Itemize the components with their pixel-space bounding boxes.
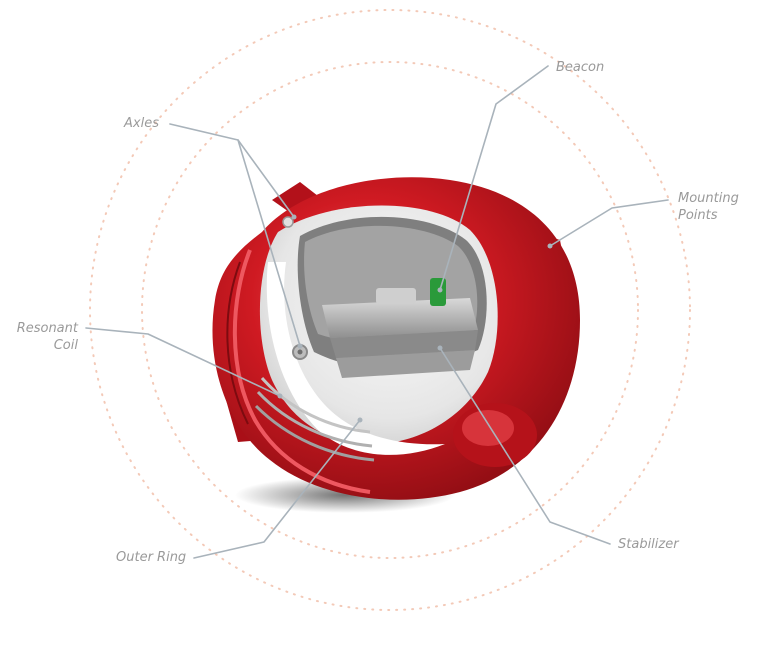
label-stabilizer: Stabilizer: [618, 537, 679, 552]
leader-mounting: [549, 199, 669, 247]
inner-assembly: [254, 205, 498, 462]
leader-lines: [85, 65, 669, 559]
axle-cap-top: [282, 216, 294, 228]
beacon-element: [430, 278, 446, 306]
anchor-dots: [277, 214, 553, 423]
label-mounting-points: Mounting Points: [678, 191, 739, 223]
inner-dotted-circle: [141, 61, 639, 559]
outer-dotted-circle: [89, 9, 691, 611]
label-beacon: Beacon: [556, 60, 605, 75]
leader-axles-upper: [169, 123, 295, 218]
label-outer-ring: Outer Ring: [116, 550, 187, 565]
leader-beacon: [439, 65, 549, 291]
leader-resonant-coil: [85, 327, 281, 397]
label-axles: Axles: [124, 116, 159, 131]
leader-outer-ring: [193, 419, 361, 559]
leader-stabilizer: [439, 347, 611, 545]
leader-axles-lower: [237, 139, 301, 347]
label-resonant-coil: Resonant Coil: [16, 321, 78, 353]
